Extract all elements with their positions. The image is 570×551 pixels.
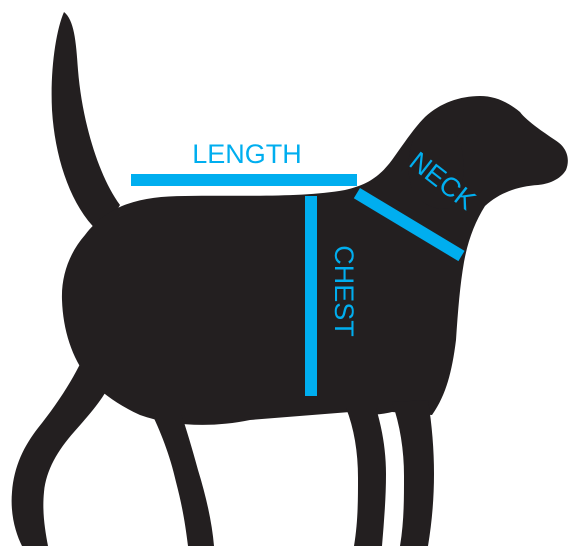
dog-rear-leg-far — [150, 410, 214, 546]
length-label: LENGTH — [192, 139, 302, 169]
dog-silhouette — [12, 12, 568, 546]
dog-front-leg-far — [346, 408, 386, 546]
length-measure-bar — [131, 174, 357, 186]
dog-rear-leg-near — [12, 360, 112, 546]
chest-measure-bar — [305, 196, 317, 396]
chest-label: CHEST — [329, 245, 359, 337]
dog-front-leg-near — [392, 400, 434, 546]
dog-tail — [52, 12, 120, 235]
